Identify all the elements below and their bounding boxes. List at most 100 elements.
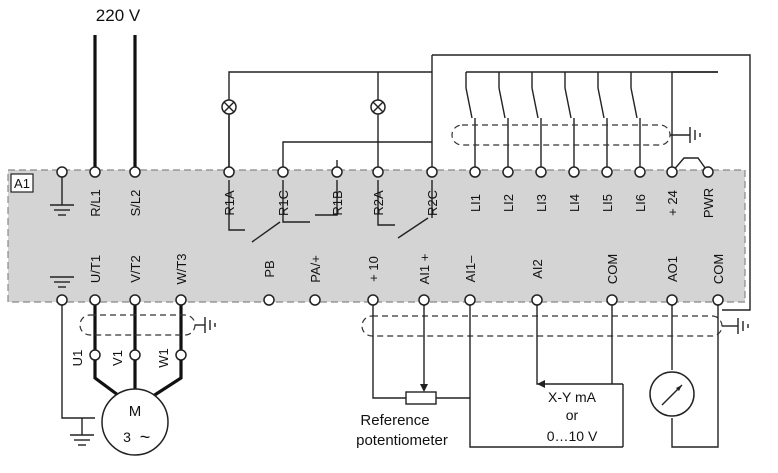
terminal-label-li3-9: LI3	[534, 194, 549, 212]
terminal-w-t3-2[interactable]	[175, 294, 187, 306]
ground-symbol-bottom-icon	[50, 276, 74, 288]
terminal-pa-4[interactable]	[309, 294, 321, 306]
motor-ground-wire	[61, 305, 95, 419]
terminal-label-ai2-8: AI2	[530, 259, 545, 279]
shield-analog-ground-icon	[722, 318, 749, 334]
terminal-r1c-3[interactable]	[277, 166, 289, 178]
terminal-label-w-t3-2: W/T3	[174, 253, 189, 284]
meter-return-wire	[671, 305, 719, 448]
terminal-label-pb-3: PB	[262, 260, 277, 277]
terminal-pb-3[interactable]	[263, 294, 275, 306]
terminal-label-r1c-3: R1C	[276, 190, 291, 216]
motor-phase-symbol: ~	[140, 427, 151, 447]
terminal-24-13[interactable]	[666, 166, 678, 178]
terminal-label-pa-4: PA/+	[308, 255, 323, 283]
supply-voltage: 220 V	[96, 6, 141, 25]
relay-common-wire	[228, 71, 432, 172]
terminal-label-r1a-2: R1A	[222, 190, 237, 216]
terminal-label-ai1-7: AI1–	[463, 255, 478, 283]
shield-top	[451, 124, 671, 146]
relay1-contact-b	[315, 180, 338, 216]
potentiometer-label-1: Reference	[360, 412, 429, 429]
terminal-li5-11[interactable]	[601, 166, 613, 178]
terminal-u-t1-0[interactable]	[89, 294, 101, 306]
terminal-li6-12[interactable]	[634, 166, 646, 178]
terminal-label-10-5: + 10	[366, 256, 381, 282]
motor-ground-icon	[70, 434, 94, 446]
terminal-com-9[interactable]	[606, 294, 618, 306]
terminal-label-u-t1-0: U/T1	[88, 255, 103, 283]
terminal-label-com-9: COM	[605, 254, 620, 284]
terminal-r1b-4[interactable]	[331, 166, 343, 178]
terminal-ai1-6[interactable]	[418, 294, 430, 306]
com-return-wire	[432, 54, 751, 311]
analog-source-voltage: 0…10 V	[547, 428, 598, 444]
terminal-label-ao1-10: AO1	[665, 256, 680, 282]
terminal-label-s-l2-1: S/L2	[128, 190, 143, 217]
terminal-r2a-5[interactable]	[372, 166, 384, 178]
terminal-label-pwr-14: PWR	[701, 188, 716, 218]
shield-ground-icon	[670, 127, 701, 143]
motor-terminal-w1: W1	[156, 348, 171, 368]
relay2-switch-icon	[397, 217, 429, 239]
relay1-contact-c	[282, 180, 310, 223]
motor-terminal-v1: V1	[110, 350, 125, 366]
terminal-pwr-14[interactable]	[702, 166, 714, 178]
terminal-bottom-ground[interactable]	[56, 294, 68, 306]
potentiometer-label-2: potentiometer	[356, 432, 448, 449]
motor-terminal-u1: U1	[70, 350, 85, 367]
terminal-label-r2c-6: R2C	[425, 190, 440, 216]
terminal-com-11[interactable]	[712, 294, 724, 306]
logic-input-switches	[465, 71, 718, 173]
motor-lead-u	[93, 360, 123, 400]
terminal-label-li6-12: LI6	[633, 194, 648, 212]
terminal-label-li5-11: LI5	[600, 194, 615, 212]
terminal-label-li1-7: LI1	[468, 194, 483, 212]
terminal-label-r2a-5: R2A	[371, 190, 386, 216]
terminal-top-ground[interactable]	[56, 166, 68, 178]
motor-icon	[101, 388, 169, 456]
relay1-contact-a	[228, 180, 245, 231]
terminal-label-v-t2-1: V/T2	[128, 255, 143, 282]
shield-motor-ground-icon	[195, 317, 216, 333]
terminal-label-li2-8: LI2	[501, 194, 516, 212]
terminal-ao1-10[interactable]	[666, 294, 678, 306]
terminal-r1a-2[interactable]	[223, 166, 235, 178]
analog-source-range: X-Y mA	[548, 389, 597, 405]
potentiometer-icon	[405, 391, 437, 405]
terminal-r-l1-0[interactable]	[89, 166, 101, 178]
ai1-minus-wire	[469, 305, 623, 448]
meter-icon	[649, 371, 695, 417]
top-terminal-row: R/L1 S/L2 R1A R1C R1B R2A R2C LI1 LI2 LI3 LI4 LI5 LI…	[88, 166, 716, 218]
terminal-ai2-8[interactable]	[531, 294, 543, 306]
terminal-label-24-13: + 24	[665, 190, 680, 216]
terminal-10-5[interactable]	[367, 294, 379, 306]
drive-body	[7, 169, 746, 303]
terminal-r2c-6[interactable]	[426, 166, 438, 178]
shield-motor	[79, 314, 196, 336]
terminal-s-l2-1[interactable]	[129, 166, 141, 178]
terminal-label-li4-10: LI4	[567, 194, 582, 212]
ground-icon	[50, 204, 74, 216]
terminal-label-r1b-4: R1B	[330, 190, 345, 215]
terminal-label-com-11: COM	[711, 254, 726, 284]
terminal-li3-9[interactable]	[535, 166, 547, 178]
r1c-wire	[282, 141, 432, 172]
ref-10v-wire	[372, 305, 406, 399]
relay1-switch-icon	[251, 221, 281, 243]
terminal-li2-8[interactable]	[502, 166, 514, 178]
ai2-arrow-icon	[537, 380, 545, 388]
terminal-ai1-7[interactable]	[464, 294, 476, 306]
terminal-li4-10[interactable]	[568, 166, 580, 178]
ai2-wire	[536, 305, 623, 385]
terminal-li1-7[interactable]	[469, 166, 481, 178]
terminal-v-t2-1[interactable]	[129, 294, 141, 306]
terminal-label-r-l1-0: R/L1	[88, 189, 103, 216]
motor-lead-w	[149, 360, 183, 400]
drive-label: A1	[14, 176, 30, 191]
motor-symbol: M	[129, 403, 142, 420]
shield-analog	[361, 315, 723, 337]
drive-label-box	[10, 173, 34, 193]
